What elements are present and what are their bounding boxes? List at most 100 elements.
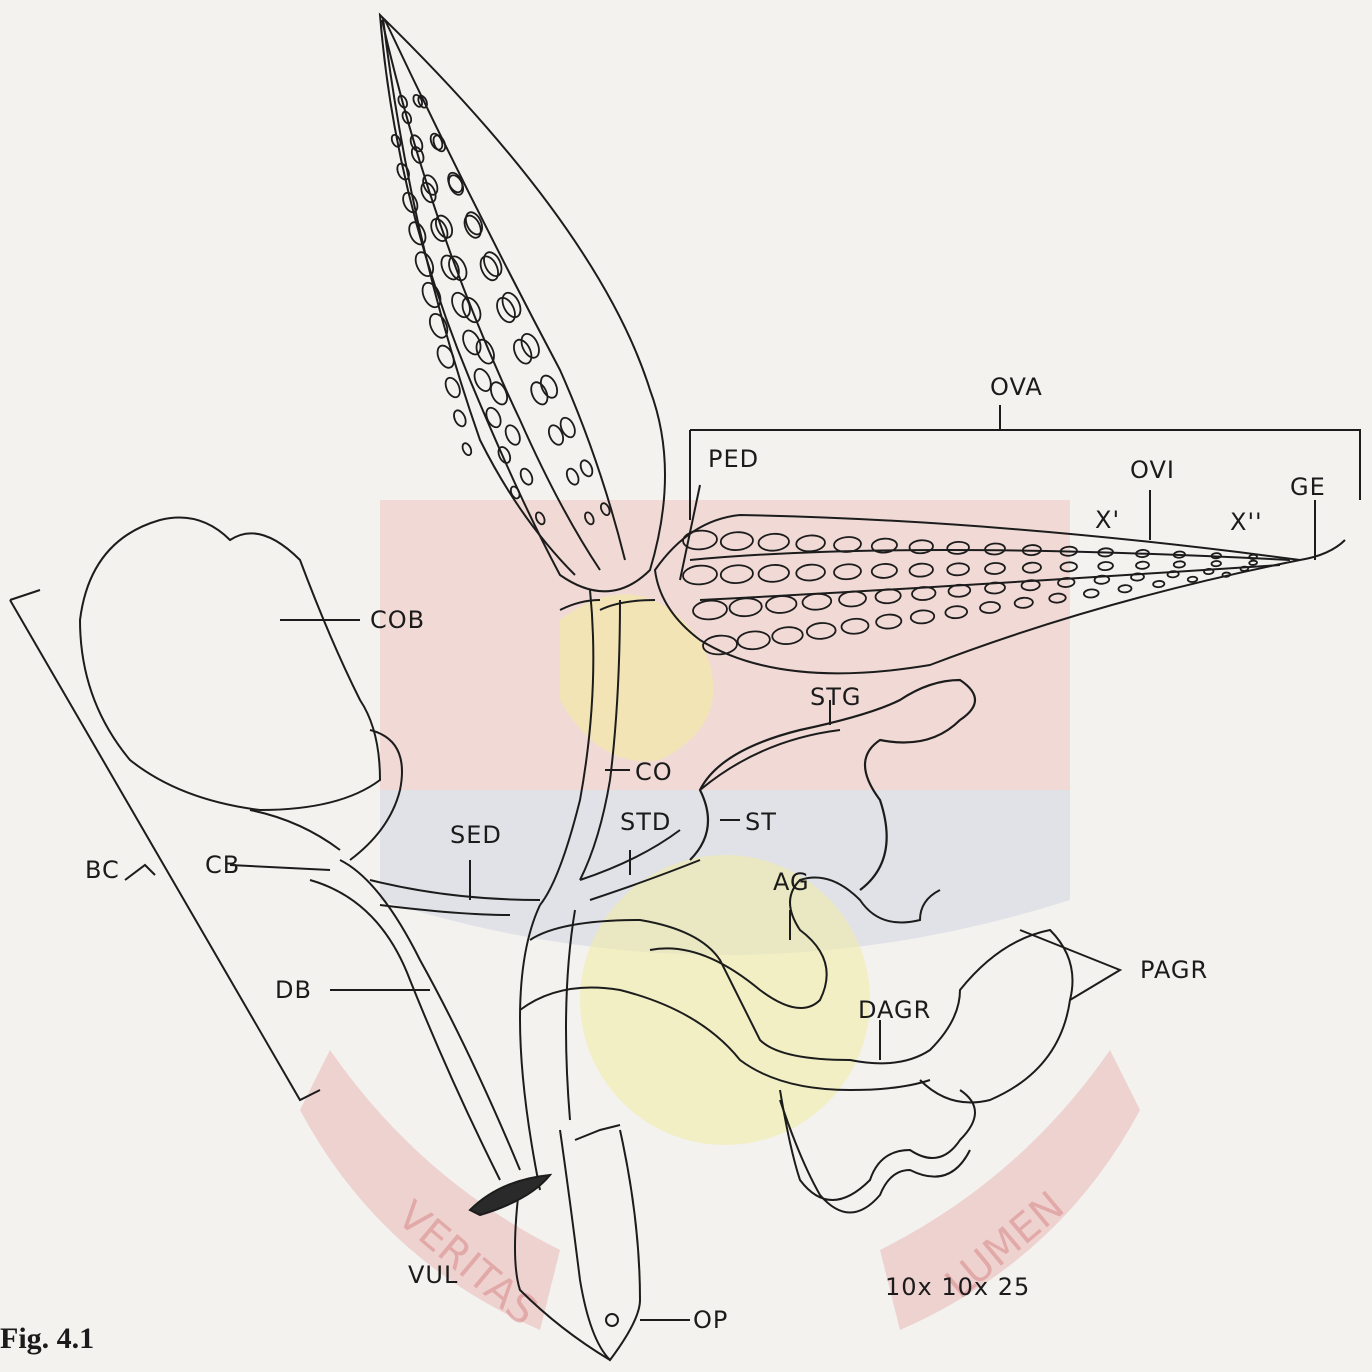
egg-outline (1174, 561, 1186, 568)
egg-outline (1118, 585, 1131, 593)
label-ova: OVA (990, 373, 1043, 401)
label-sed: SED (450, 821, 502, 849)
label-ovi: OVI (1130, 456, 1175, 484)
egg-outline (910, 610, 934, 625)
label-std: STD (620, 808, 671, 836)
egg-outline (947, 563, 970, 576)
egg-outline (1249, 554, 1257, 559)
egg-outline (871, 563, 897, 579)
egg-outline (802, 593, 832, 611)
egg-outline (583, 511, 595, 526)
egg-outline (841, 618, 869, 635)
egg-outline (538, 373, 561, 400)
egg-outline (428, 216, 451, 243)
egg-outline (1022, 562, 1041, 573)
egg-outline (433, 213, 456, 240)
egg-outline (1188, 576, 1198, 582)
accessory-gland (530, 920, 1073, 1103)
common-oviduct (540, 590, 620, 905)
label-db: DB (275, 976, 312, 1004)
egg-outline (1060, 562, 1077, 572)
label-pagr: PAGR (1140, 956, 1208, 984)
egg-outline (796, 534, 826, 552)
label-co: CO (635, 758, 673, 786)
egg-outline (1014, 597, 1033, 608)
egg-outline (720, 564, 753, 584)
egg-outline (1249, 560, 1257, 565)
egg-outline (534, 511, 546, 526)
egg-outline (419, 280, 444, 310)
egg-outline (518, 331, 543, 360)
ovary-horizontal-lobe (655, 515, 1345, 673)
egg-outline (834, 563, 862, 580)
egg-outline (945, 605, 968, 618)
egg-outline (1153, 581, 1165, 588)
egg-outline (1084, 589, 1099, 598)
bursa-copulatrix (80, 518, 402, 861)
egg-outline (434, 343, 457, 370)
egg-outline (503, 423, 523, 447)
egg-outline (947, 541, 970, 554)
egg-outline (452, 408, 468, 428)
egg-outline (737, 630, 770, 650)
egg-outline (1094, 575, 1109, 584)
egg-outline (463, 210, 486, 237)
label-cb: CB (205, 851, 240, 879)
egg-outline (682, 564, 717, 585)
egg-outline (1098, 562, 1113, 571)
egg-outline (528, 380, 551, 407)
egg-outline (692, 599, 727, 620)
egg-outline (578, 458, 594, 478)
label-ag: AG (773, 868, 810, 896)
egg-outline (1204, 569, 1214, 575)
label-op: OP (693, 1306, 728, 1334)
spermatheca-gland (690, 680, 975, 890)
egg-outline (509, 485, 521, 500)
egg-outline (546, 423, 566, 447)
egg-outline (483, 405, 503, 429)
label-ge: GE (1290, 473, 1326, 501)
egg-outline (772, 626, 804, 645)
egg-outline (496, 445, 512, 465)
egg-outline (806, 622, 836, 640)
egg-outline (758, 564, 790, 583)
egg-outline (1049, 593, 1066, 603)
egg-outline (1131, 573, 1144, 581)
egg-outline (1211, 561, 1221, 567)
egg-outline (510, 337, 535, 366)
label-x2: X'' (1230, 508, 1263, 536)
egg-outline (796, 564, 826, 582)
egg-outline (406, 220, 429, 247)
egg-outline (758, 533, 790, 552)
egg-outline (1136, 561, 1149, 569)
label-ped: PED (708, 445, 759, 473)
egg-outline (980, 601, 1001, 613)
egg-outline (1167, 571, 1179, 578)
egg-outline (729, 597, 762, 617)
egg-outline (558, 415, 578, 439)
label-dagr: DAGR (858, 996, 931, 1024)
figure-caption: Fig. 4.1 (0, 1322, 94, 1356)
label-stg: STG (810, 683, 862, 711)
egg-outline (518, 467, 534, 487)
egg-outline (765, 595, 797, 614)
spermatheca-duct (580, 830, 700, 900)
label-st: ST (745, 808, 777, 836)
egg-outline (985, 543, 1006, 555)
egg-outline (720, 531, 753, 551)
label-scale: 10x 10x 25 (885, 1273, 1030, 1301)
label-vul: VUL (408, 1261, 458, 1289)
egg-outline (564, 467, 580, 487)
egg-outline (909, 563, 933, 578)
egg-outline (876, 614, 902, 630)
ovipositor (560, 1125, 640, 1360)
egg-outline (461, 442, 473, 457)
label-cob: COB (370, 606, 425, 634)
egg-outline (985, 562, 1006, 574)
seminal-duct (370, 880, 540, 900)
label-x1: X' (1095, 506, 1120, 534)
egg-outline (1240, 566, 1248, 571)
egg-outline (428, 132, 444, 152)
